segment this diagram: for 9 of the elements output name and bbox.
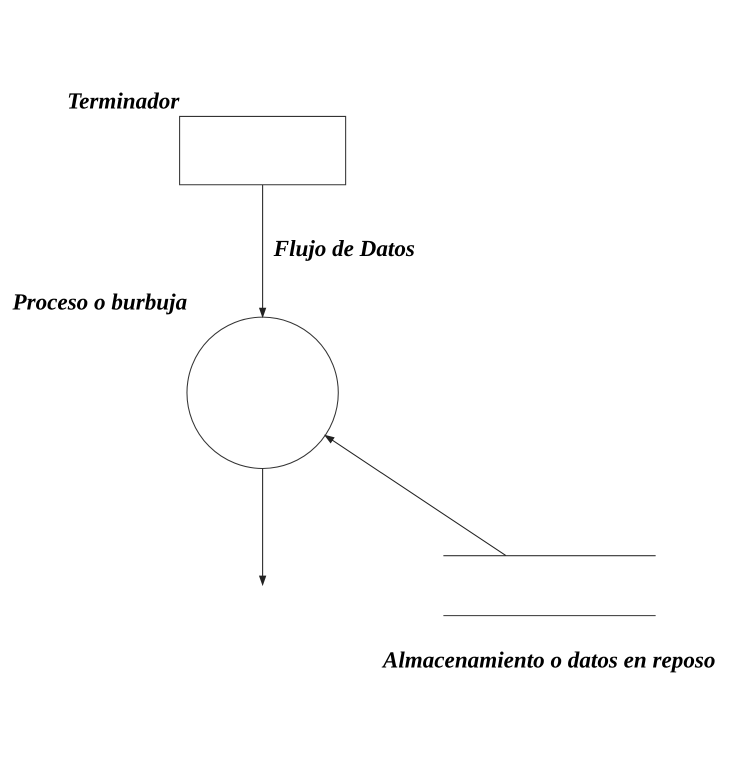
arrow: [324, 434, 506, 556]
node-label: Terminador: [67, 88, 180, 114]
node-label: Proceso o burbuja: [12, 288, 188, 314]
node-box: [179, 116, 346, 186]
node-label: Almacenamiento o datos en reposo: [382, 646, 716, 673]
arrow: [258, 185, 266, 318]
node-circle: [186, 316, 339, 469]
edge-label: Flujo de Datos: [274, 234, 415, 261]
arrow: [258, 468, 266, 586]
